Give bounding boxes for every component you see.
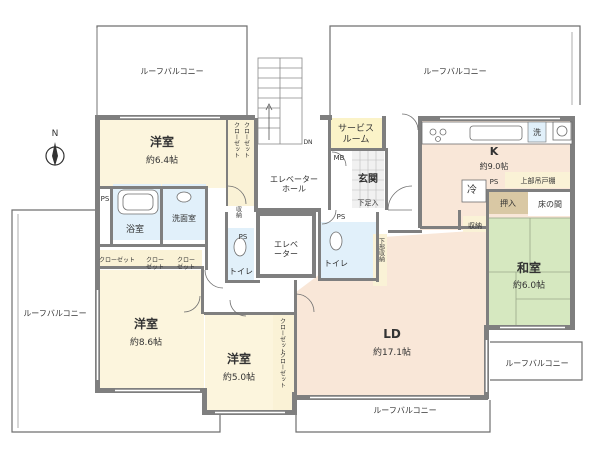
western-room-2-fill xyxy=(98,270,204,388)
windows xyxy=(96,116,565,414)
toilet-2-fill xyxy=(320,222,376,278)
closet-row-label-3: クローゼット xyxy=(177,257,195,271)
closets-room3-fill xyxy=(273,314,295,412)
ps-label-4: PS xyxy=(490,178,499,186)
ld-area: 約17.1帖 xyxy=(373,346,411,358)
bathroom-name: 浴室 xyxy=(126,223,144,235)
elevator-name: エレベーター xyxy=(274,240,298,259)
lower-storage-label: 下部収納 xyxy=(378,238,385,263)
toilet-1-name: トイレ xyxy=(229,267,253,276)
kitchen-area: 約9.0帖 xyxy=(480,161,509,171)
laundry-label: 洗 xyxy=(533,127,541,137)
roof-balcony-label-3: ルーフバルコニー xyxy=(23,309,86,318)
roof-balcony-outlines xyxy=(11,25,583,433)
closet-row-label-1: クローゼット xyxy=(99,256,135,264)
kitchen-fixtures xyxy=(421,121,573,203)
door-swings xyxy=(183,113,419,317)
mb-label: MB xyxy=(334,154,345,162)
upper-cabinet-fill xyxy=(505,172,572,188)
western-room-2-area: 約8.6帖 xyxy=(130,336,162,348)
japanese-room-area: 約6.0帖 xyxy=(513,279,545,291)
oshiire-fill xyxy=(488,192,528,214)
tokonoma-label: 床の間 xyxy=(538,199,562,209)
labels: N ルーフバルコニー ルーフバルコニー ルーフバルコニー ルーフバルコニー ルー… xyxy=(23,67,568,415)
western-room-3-area: 約5.0帖 xyxy=(223,371,255,383)
closet-row-label-2-text: クローゼット xyxy=(146,257,164,271)
storage-label-1: 収納 xyxy=(235,206,242,219)
western-room-1-fill xyxy=(98,118,226,188)
closet-room3-label-1: クローゼット xyxy=(279,318,286,354)
western-room-3-name: 洋室 xyxy=(227,351,251,366)
compass-icon xyxy=(45,142,65,166)
entrance-tiles xyxy=(352,150,384,208)
roof-balcony-label-4: ルーフバルコニー xyxy=(373,406,436,415)
compass-label: N xyxy=(52,129,59,139)
dn-label: DN xyxy=(303,139,312,146)
western-room-3-fill xyxy=(205,314,273,414)
washroom-name: 洗面室 xyxy=(172,213,196,223)
roof-balcony-label-2: ルーフバルコニー xyxy=(423,67,486,76)
service-room-name: サービスルーム xyxy=(338,123,374,145)
ps-label-1: PS xyxy=(101,195,110,203)
bath-fixtures xyxy=(117,189,343,257)
japanese-room-name: 和室 xyxy=(516,260,541,275)
closet-top-label-1: クローゼット xyxy=(233,122,240,158)
closet-row-label-3-text: クローゼット xyxy=(177,257,195,271)
entrance-name: 玄関 xyxy=(358,172,378,185)
tokonoma-fill xyxy=(528,192,573,216)
closets-top-fill xyxy=(226,118,254,206)
ps-label-3: PS xyxy=(337,213,346,221)
toilet-2-name: トイレ xyxy=(324,259,348,268)
oshiire-label: 押入 xyxy=(500,198,516,208)
closet-row-label-2: クローゼット xyxy=(146,257,164,271)
roof-balcony-label-1: ルーフバルコニー xyxy=(140,67,203,76)
closets-row-fill xyxy=(98,250,202,268)
shoe-cabinet-label: 下足入 xyxy=(358,199,379,207)
western-room-2-name: 洋室 xyxy=(134,316,158,331)
ld-name: LD xyxy=(383,327,401,341)
kitchen-name: K xyxy=(490,145,499,158)
refrigerator-label: 冷 xyxy=(467,183,477,196)
closet-top-label-2: クローゼット xyxy=(243,122,250,158)
closet-room3-label-2: クローゼット xyxy=(279,352,286,388)
roof-balcony-label-5: ルーフバルコニー xyxy=(505,359,568,368)
ps-label-2: PS xyxy=(239,233,248,241)
western-room-1-area: 約6.4帖 xyxy=(146,154,178,166)
upper-cabinet-label: 上部吊戸棚 xyxy=(521,176,556,185)
western-room-1-name: 洋室 xyxy=(150,134,174,149)
kitchen-storage-label: 収納 xyxy=(468,221,482,230)
service-room-fill xyxy=(330,118,382,150)
elevator-hall-name: エレベーターホール xyxy=(270,175,318,194)
service-room-line-1: サービスルーム xyxy=(338,123,374,145)
stairs xyxy=(257,57,303,145)
